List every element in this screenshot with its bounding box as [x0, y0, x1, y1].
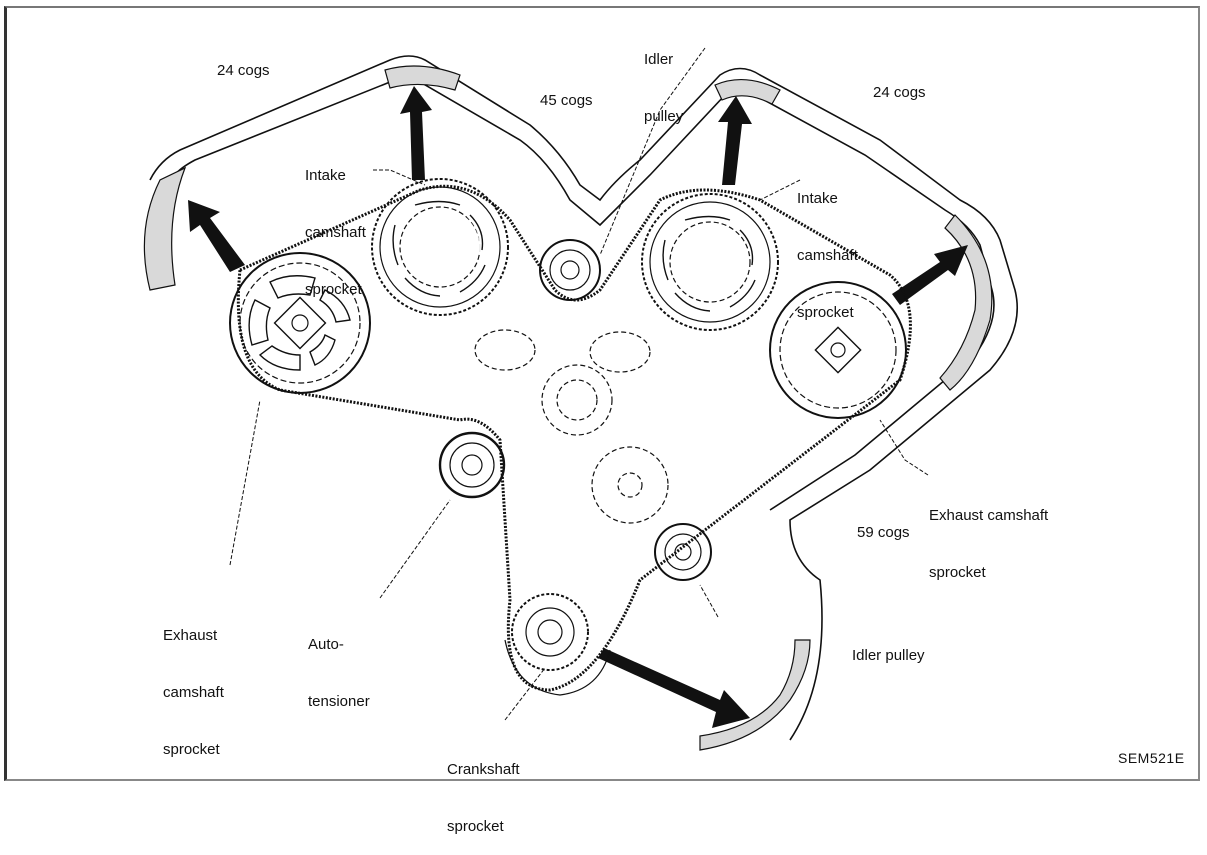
arrow-icon [400, 86, 432, 180]
intake-camshaft-sprocket-right [641, 193, 779, 331]
exhaust-camshaft-sprocket-left [229, 252, 371, 394]
intake-camshaft-sprocket-left [371, 178, 509, 316]
water-pump [474, 329, 669, 524]
cogs-callout-bottom: 59 cogs [857, 524, 910, 541]
arrow-icon [188, 200, 245, 272]
idler-pulley-bottom [654, 523, 712, 581]
label-idler-pulley-top: Idler pulley [644, 51, 684, 125]
leader-lines [229, 47, 929, 721]
figure-frame [4, 6, 1200, 781]
cogs-callout-right: 24 cogs [873, 84, 926, 101]
label-idler-pulley-bottom: Idler pulley [852, 647, 925, 664]
arrow-icon [598, 648, 750, 728]
belt-teeth [143, 65, 993, 751]
figure-code: SEM521E [1118, 750, 1185, 766]
cogs-callout-left: 24 cogs [217, 62, 270, 79]
exhaust-camshaft-sprocket-right [769, 281, 907, 419]
arrow-icon [718, 96, 752, 185]
label-exhaust-camshaft-left: Exhaust camshaft sprocket [163, 627, 224, 758]
label-exhaust-camshaft-right: Exhaust camshaft sprocket [929, 507, 1049, 581]
timing-belt-diagram [143, 47, 1018, 751]
label-crankshaft-sprocket: Crankshaft sprocket [447, 761, 520, 835]
idler-pulley-top [539, 239, 601, 301]
cogs-callout-middle: 45 cogs [540, 92, 593, 109]
timing-belt [236, 184, 912, 692]
label-intake-camshaft-left: Intake camshaft sprocket [305, 167, 366, 298]
label-auto-tensioner: Auto- tensioner [308, 636, 370, 710]
label-intake-camshaft-right: Intake camshaft sprocket [797, 190, 858, 321]
arrow-icon [892, 245, 968, 305]
auto-tensioner-pulley [438, 431, 506, 499]
direction-arrows [188, 86, 968, 728]
crankshaft-sprocket [504, 593, 611, 696]
